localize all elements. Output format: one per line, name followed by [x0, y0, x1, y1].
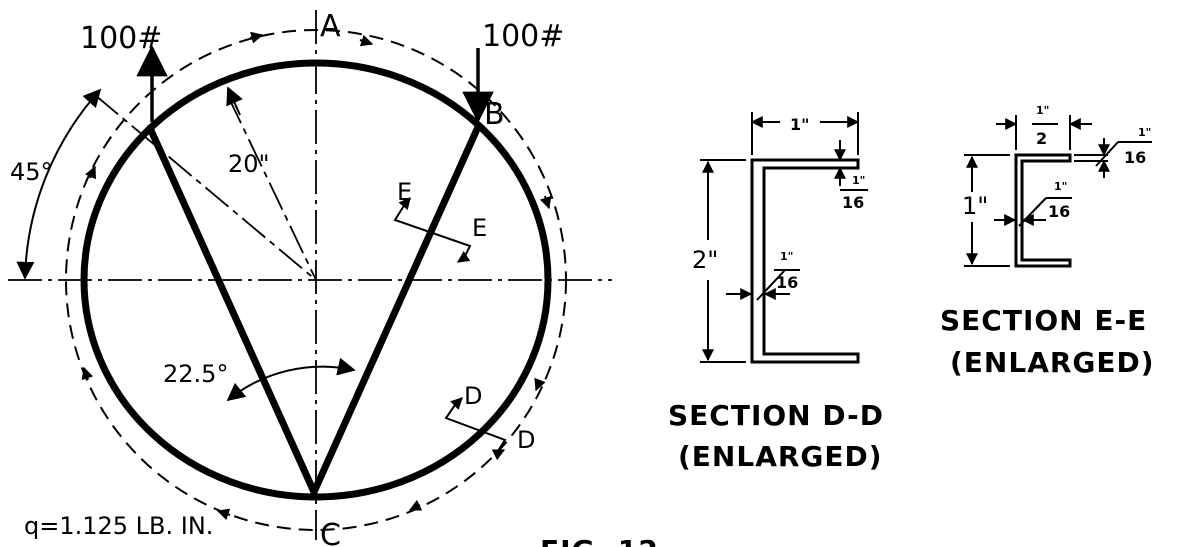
svg-text:2: 2 [1036, 129, 1047, 148]
svg-text:16: 16 [842, 193, 864, 212]
svg-text:2": 2" [692, 246, 718, 274]
radius-label: 20" [228, 150, 270, 178]
svg-text:1": 1" [780, 250, 793, 263]
angle-45-label: 45° [10, 158, 53, 186]
radius-arrow [226, 86, 243, 116]
radial-45-line [94, 94, 317, 281]
svg-text:1": 1" [1138, 126, 1151, 139]
point-b-label: B [484, 97, 505, 132]
angle-22-label: 22.5° [163, 360, 228, 388]
member-right [310, 123, 482, 496]
svg-text:E: E [397, 178, 412, 206]
figure-caption: FIG. 12 [540, 534, 659, 547]
section-dd-subtitle: (ENLARGED) [678, 440, 883, 473]
section-dd-drawing: 1" 1" 16 2" 1" 16 [692, 112, 868, 364]
section-ee-drawing: 1" 2 1" 16 1" 1" 16 [962, 104, 1152, 268]
svg-text:1": 1" [1054, 180, 1067, 193]
load-label-right: 100# [482, 19, 564, 54]
svg-text:D: D [464, 382, 482, 410]
point-c-label: C [320, 518, 341, 547]
svg-text:1": 1" [962, 192, 988, 220]
section-cut-d: D D [444, 382, 535, 461]
svg-text:16: 16 [1048, 202, 1070, 221]
svg-text:1": 1" [790, 115, 809, 134]
svg-text:16: 16 [1124, 148, 1146, 167]
angle-arc-22 [226, 357, 356, 402]
svg-text:16: 16 [776, 273, 798, 292]
member-left [146, 124, 318, 496]
load-label-left: 100# [80, 21, 162, 56]
shear-flow-label: q=1.125 LB. IN. [24, 512, 213, 540]
svg-text:E: E [472, 214, 487, 242]
section-ee-subtitle: (ENLARGED) [950, 346, 1155, 379]
section-ee-title: SECTION E-E [940, 304, 1147, 337]
point-a-label: A [320, 9, 341, 44]
angle-arc-45 [16, 88, 102, 280]
section-cut-e: E E [393, 178, 487, 263]
svg-text:1": 1" [1036, 104, 1049, 117]
svg-text:D: D [517, 426, 535, 454]
radius-line [227, 95, 317, 281]
svg-text:1": 1" [852, 174, 865, 187]
ring [80, 59, 552, 501]
shear-flow-circle [65, 29, 567, 531]
section-dd-title: SECTION D-D [668, 399, 884, 432]
